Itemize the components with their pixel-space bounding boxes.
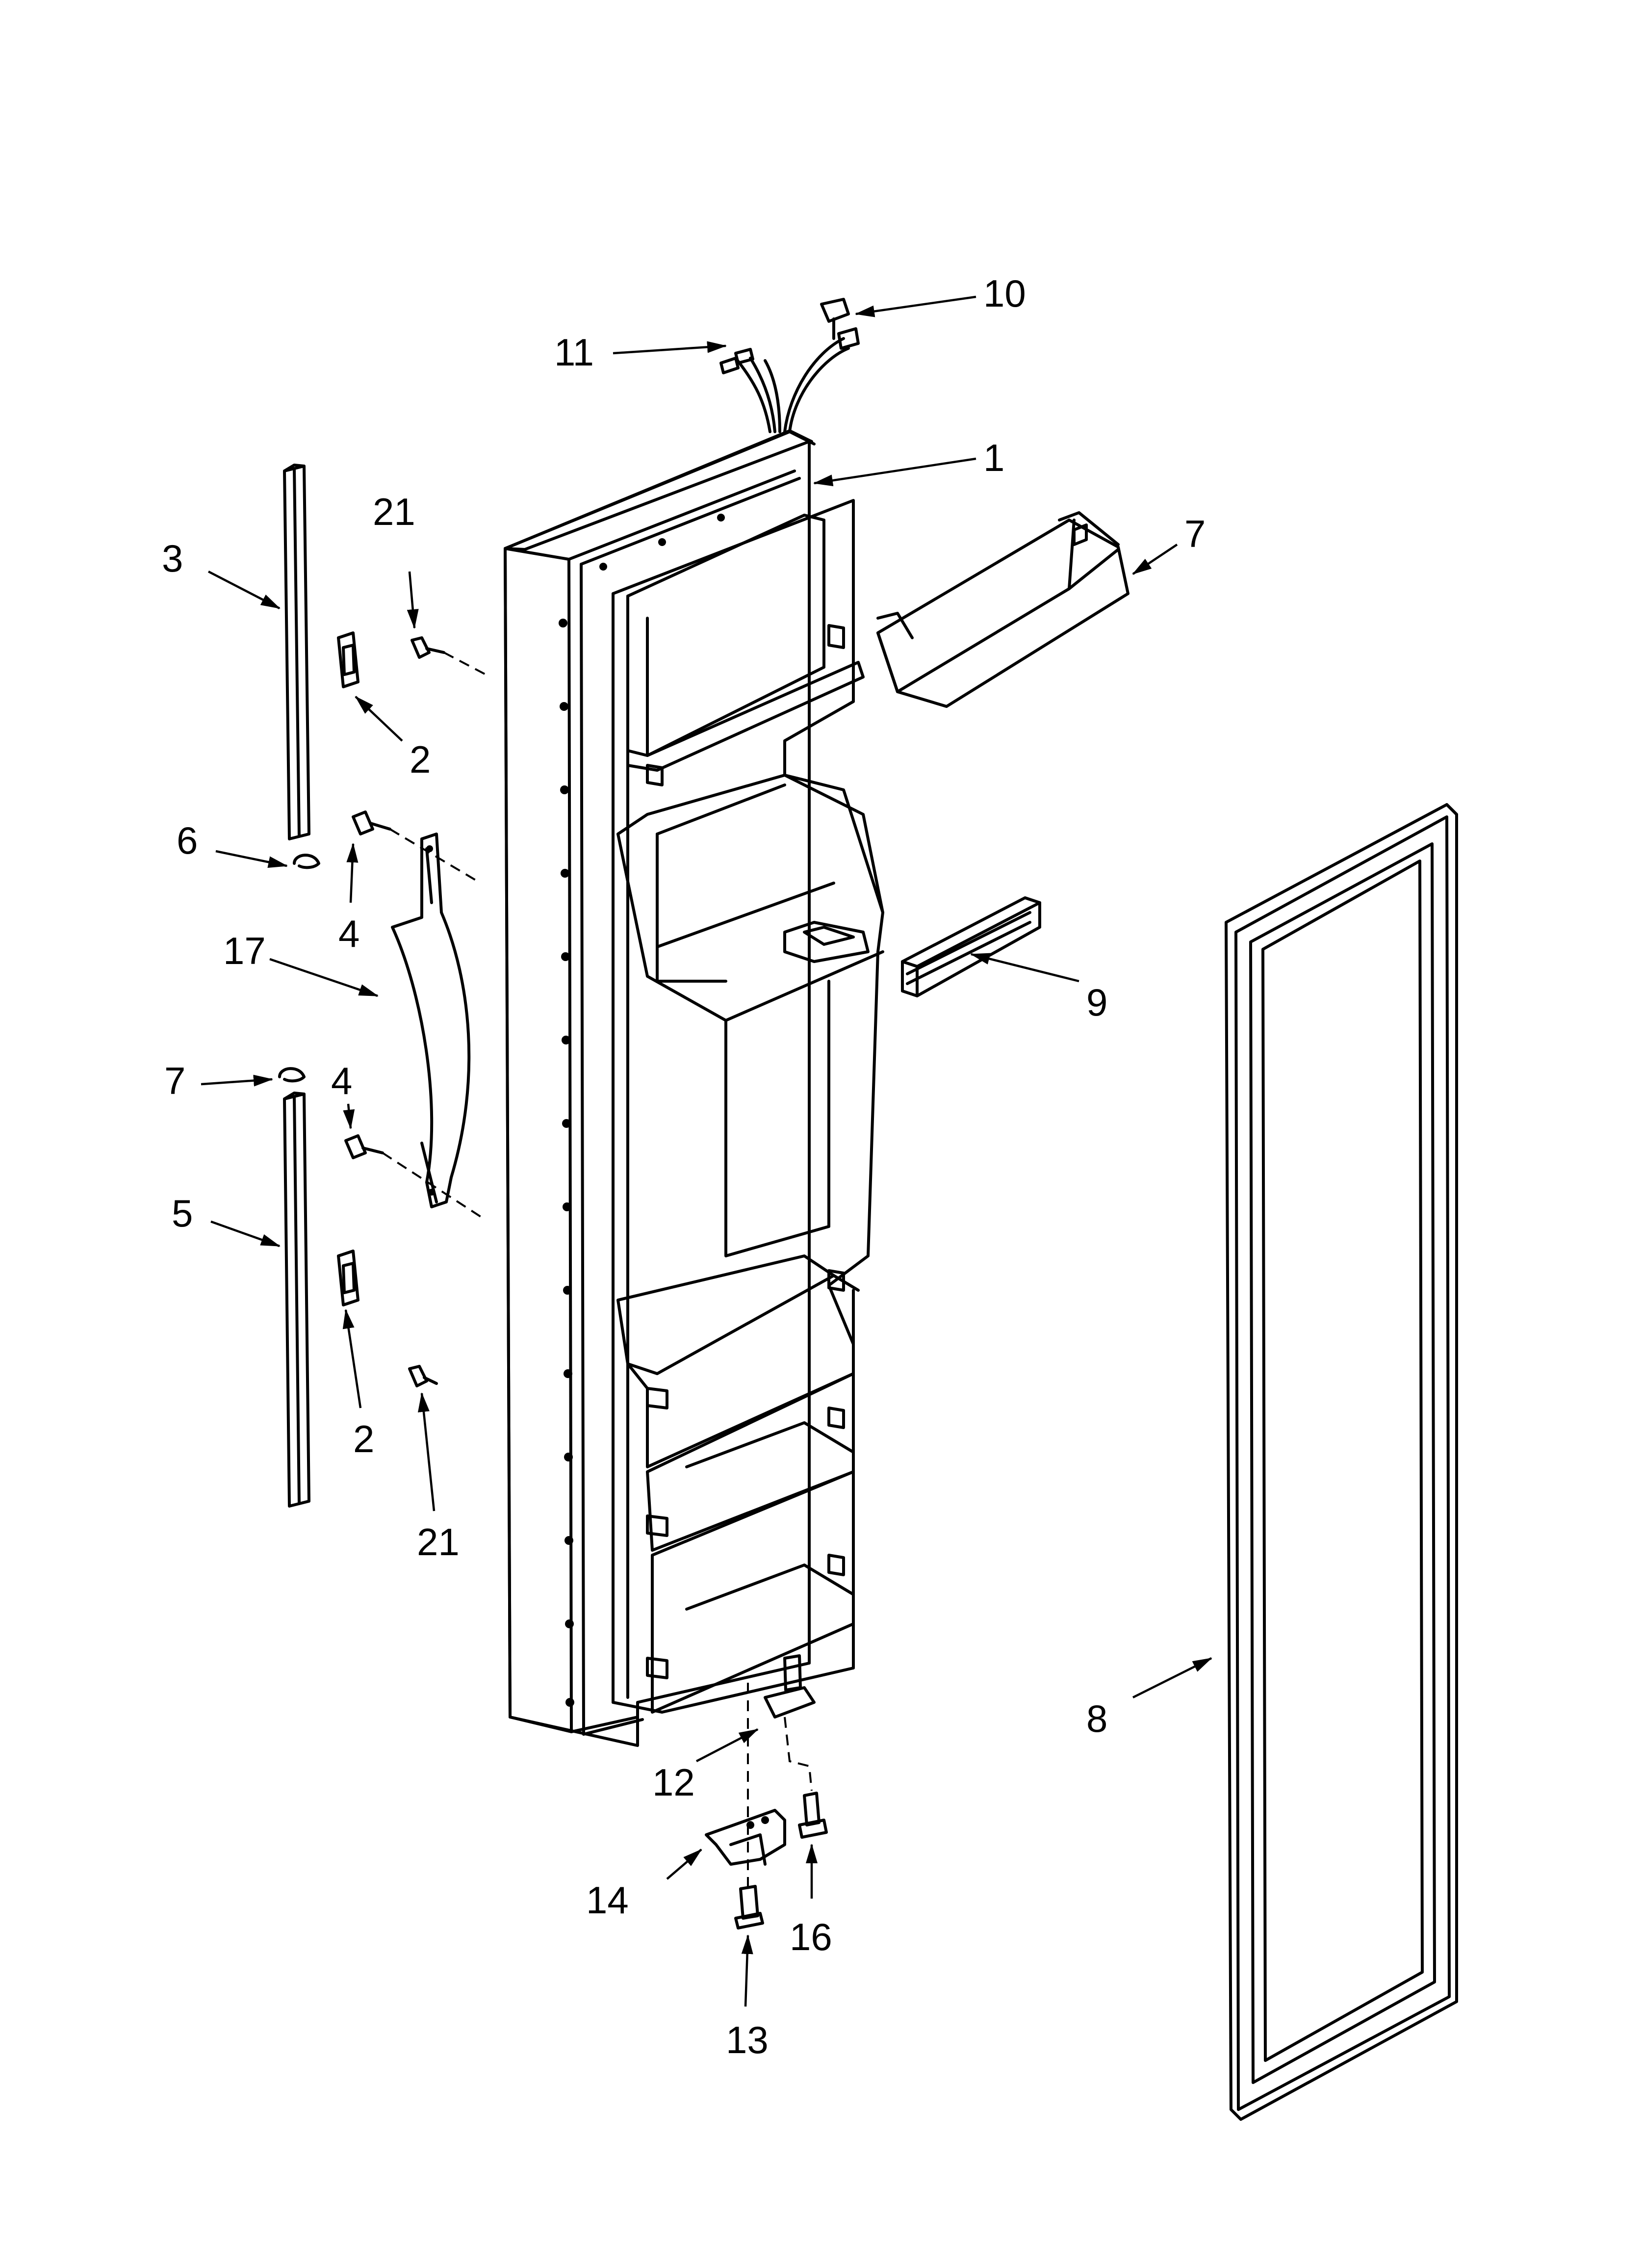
door-panel [504, 429, 884, 1747]
callout-14: 14 [586, 1878, 629, 1922]
clip-lower [337, 1250, 359, 1306]
clip-upper [337, 631, 359, 688]
callout-21-upper: 21 [373, 490, 415, 533]
callout-7-lower: 7 [164, 1059, 185, 1102]
hinge-pin-12 [764, 1654, 816, 1719]
wire-harness [719, 327, 860, 433]
callout-2-upper: 2 [410, 738, 431, 781]
door-handle [391, 833, 471, 1208]
callout-5: 5 [172, 1192, 193, 1235]
screw-16 [798, 1792, 828, 1839]
rivet-dots [559, 514, 725, 1707]
leader-lines [201, 295, 1212, 2007]
axis-screw-4-lower [382, 1152, 482, 1218]
trim-strip-upper [283, 464, 310, 840]
axis-hinge-screw-16 [784, 1717, 813, 1791]
callout-10: 10 [983, 272, 1026, 315]
callout-6: 7 [1184, 512, 1206, 555]
callout-11: 11 [554, 331, 594, 374]
callout-21-lower: 21 [417, 1520, 460, 1564]
callout-1: 1 [983, 436, 1004, 479]
callout-16: 16 [790, 1915, 832, 1958]
plug-7-upper [293, 854, 320, 869]
screw-21-upper [410, 636, 445, 659]
trim-strip-lower [283, 1092, 310, 1508]
callout-8: 8 [1086, 1697, 1107, 1740]
door-shelf-bar [876, 511, 1129, 708]
callout-labels: 10 11 1 7 9 8 3 21 2 6 4 17 7 4 5 2 21 1… [162, 272, 1206, 2061]
shelf-retainer [901, 896, 1041, 997]
screw-4-lower [344, 1134, 384, 1159]
callout-4-upper: 4 [338, 912, 359, 955]
callout-2-lower: 2 [353, 1417, 374, 1460]
door-shelves [616, 514, 884, 1714]
screw-4-upper [352, 810, 391, 835]
callout-3: 3 [162, 537, 183, 580]
callout-12: 12 [652, 1761, 695, 1804]
callout-17: 17 [223, 929, 266, 972]
screw-13 [734, 1885, 764, 1929]
plug-7-lower [278, 1067, 306, 1083]
door-gasket [1225, 803, 1458, 2121]
screw-21-lower [408, 1365, 438, 1387]
callout-9: 9 [1086, 981, 1107, 1024]
callout-13: 13 [726, 2018, 769, 2061]
screw-10 [820, 298, 850, 340]
callout-4-lower: 4 [331, 1059, 352, 1102]
axis-screw-21-upper [443, 652, 491, 678]
hinge-bracket-14 [705, 1809, 786, 1866]
callout-7-upper: 6 [177, 819, 198, 862]
